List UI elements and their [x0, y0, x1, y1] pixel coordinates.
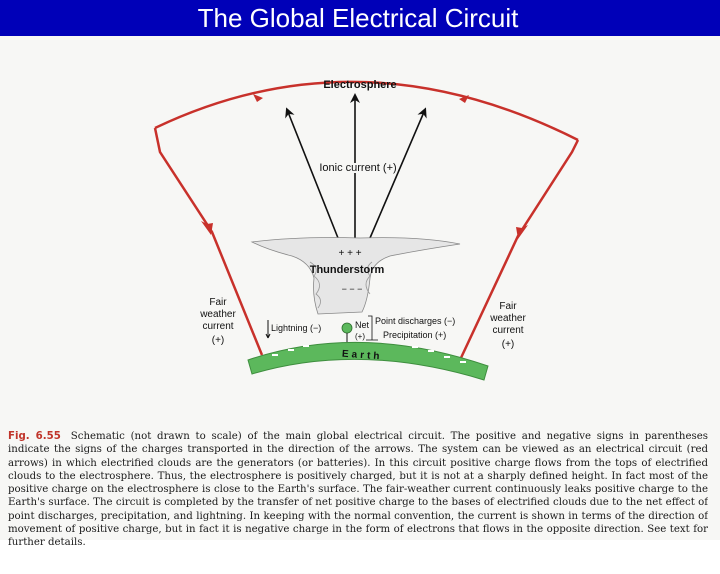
electrosphere-arrow-left: [253, 94, 263, 102]
fair-weather-label-right: Fair weather current (+): [489, 301, 526, 350]
earth-label: Earth: [342, 349, 383, 363]
thunderstorm-label: Thunderstorm: [310, 264, 385, 276]
ionic-arrow-right: [369, 107, 427, 239]
slide-title: The Global Electrical Circuit: [197, 3, 519, 33]
circuit-diagram: Electrosphere Ionic current (+) + + + Th…: [153, 79, 580, 381]
fair-weather-left-line-2: weather: [199, 309, 236, 320]
point-discharge-bracket: [366, 315, 378, 341]
lightning-bolt: [265, 320, 271, 339]
caption-text: Schematic (not drawn to scale) of the ma…: [8, 431, 708, 549]
figure-label: Fig. 6.55: [8, 431, 61, 442]
fair-weather-left-line-4: (+): [212, 335, 225, 346]
electrosphere-label: Electrosphere: [323, 79, 396, 91]
precipitation-label: Precipitation (+): [383, 330, 446, 340]
cloud-top-charges: + + +: [338, 248, 361, 259]
net-marker: [341, 322, 353, 334]
figure-panel: Electrosphere Ionic current (+) + + + Th…: [0, 36, 720, 548]
point-discharges-label: Point discharges (−): [375, 316, 455, 326]
electrosphere-arc: [154, 80, 579, 142]
fair-weather-right-line-2: weather: [489, 313, 526, 324]
fair-weather-label-left: Fair weather current (+): [199, 297, 236, 346]
cloud-base-charges: − − −: [342, 284, 363, 294]
lightning-label: Lightning (−): [271, 323, 321, 333]
ionic-arrow-left: [285, 107, 339, 239]
fair-weather-right-line-1: Fair: [499, 301, 517, 312]
ionic-current-label: Ionic current (+): [319, 162, 396, 174]
fair-weather-arrow-left: [201, 221, 213, 235]
fair-weather-right-line-4: (+): [502, 339, 515, 350]
net-label: Net: [355, 320, 370, 330]
fair-weather-arrow-right: [516, 225, 528, 239]
fair-weather-left-line-3: current: [202, 321, 233, 332]
fair-weather-path-left: [153, 127, 264, 356]
fair-weather-left-line-1: Fair: [209, 297, 227, 308]
net-sign-label: (+): [355, 332, 365, 341]
slide-title-bar: The Global Electrical Circuit: [0, 0, 720, 36]
earth-charge-marks: [272, 345, 466, 363]
electrosphere-arrow-right: [459, 95, 469, 103]
fair-weather-path-right: [458, 139, 580, 361]
thunderstorm-cloud: [250, 237, 461, 315]
fair-weather-right-line-3: current: [492, 325, 523, 336]
